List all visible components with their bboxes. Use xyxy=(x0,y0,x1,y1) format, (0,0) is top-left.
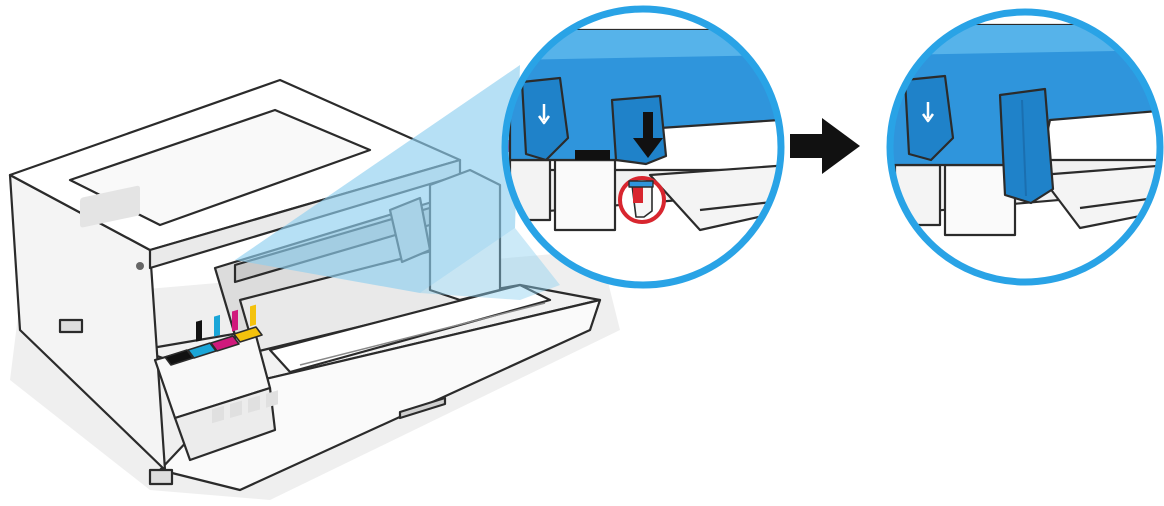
right-latch-tab xyxy=(610,94,668,166)
ink-window-magenta xyxy=(232,309,238,332)
latch-closeup-after xyxy=(886,8,1164,286)
control-panel xyxy=(80,185,140,228)
latch-indicator-circle xyxy=(618,176,666,224)
ink-window-black xyxy=(196,320,202,342)
ink-window-yellow xyxy=(250,304,256,327)
cap-magenta xyxy=(210,335,240,352)
zoom-callout-cone-lower xyxy=(420,228,560,300)
power-button xyxy=(136,262,144,270)
paper-output xyxy=(268,283,552,374)
transition-arrow-icon xyxy=(790,118,860,174)
ink-tank-caps xyxy=(164,326,263,366)
zoom-callout-cone xyxy=(235,65,520,293)
cap-yellow xyxy=(233,326,263,343)
ink-window-cyan xyxy=(214,314,220,337)
tank-labels xyxy=(212,390,278,424)
press-down-arrow-icon xyxy=(633,112,663,158)
right-latch-tab-after xyxy=(998,87,1055,205)
tray-handle xyxy=(398,396,447,420)
ink-level-windows xyxy=(196,304,256,342)
